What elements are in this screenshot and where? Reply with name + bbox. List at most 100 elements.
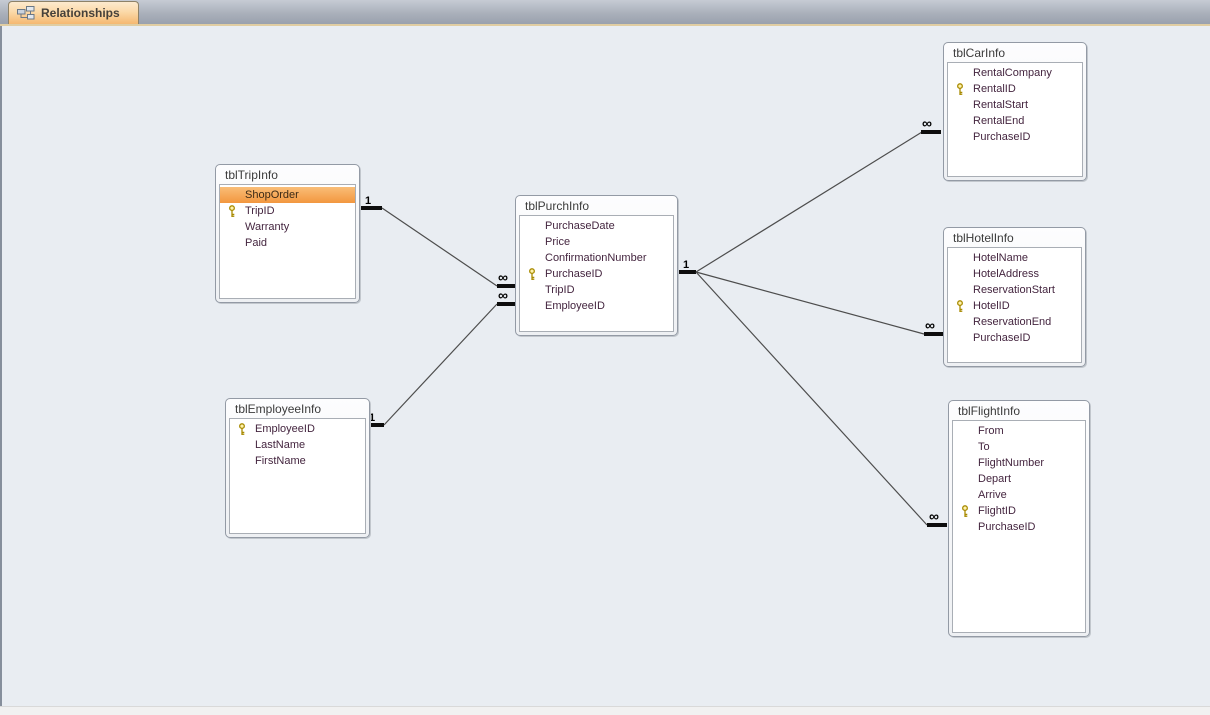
field-name: EmployeeID [545, 300, 605, 312]
field-row-HotelID[interactable]: HotelID [948, 298, 1081, 314]
field-name: PurchaseID [973, 131, 1031, 143]
relationships-icon [17, 6, 35, 20]
field-name: Depart [978, 473, 1012, 485]
field-name: PurchaseID [545, 268, 603, 280]
field-row-LastName[interactable]: LastName [230, 437, 365, 453]
primary-key-icon [227, 205, 237, 218]
cardinality-label-many: ∞ [925, 317, 935, 333]
primary-key-icon [960, 505, 970, 518]
field-row-RentalStart[interactable]: RentalStart [948, 97, 1082, 113]
field-name: Arrive [978, 489, 1007, 501]
field-row-PurchaseID[interactable]: PurchaseID [948, 330, 1081, 346]
field-row-RentalID[interactable]: RentalID [948, 81, 1082, 97]
field-row-TripID[interactable]: TripID [220, 203, 355, 219]
field-name: From [978, 425, 1004, 437]
field-name: ShopOrder [245, 189, 299, 201]
cardinality-label-one: 1 [365, 195, 371, 207]
document-tab-bar: Relationships [0, 0, 1210, 26]
relationship-line-tblTripInfo-tblPurchInfo[interactable] [381, 207, 498, 287]
field-row-HotelAddress[interactable]: HotelAddress [948, 266, 1081, 282]
relationship-line-tblPurchInfo-tblFlightInfo[interactable] [695, 271, 928, 526]
field-name: FlightID [978, 505, 1016, 517]
field-name: PurchaseID [978, 521, 1036, 533]
field-row-HotelName[interactable]: HotelName [948, 250, 1081, 266]
field-row-TripID[interactable]: TripID [520, 282, 673, 298]
field-name: ConfirmationNumber [545, 252, 647, 264]
field-row-PurchaseDate[interactable]: PurchaseDate [520, 218, 673, 234]
field-row-Depart[interactable]: Depart [953, 471, 1085, 487]
relationship-line-tblEmployeeInfo-tblPurchInfo[interactable] [383, 303, 498, 426]
tab-label: Relationships [41, 6, 120, 20]
table-title[interactable]: tblCarInfo [953, 46, 1006, 60]
table-title[interactable]: tblTripInfo [225, 168, 278, 182]
field-name: EmployeeID [255, 423, 315, 435]
field-row-ReservationStart[interactable]: ReservationStart [948, 282, 1081, 298]
field-name: ReservationEnd [973, 316, 1052, 328]
relationship-lines-layer: 1∞1∞1∞∞∞ [360, 115, 947, 527]
field-row-Warranty[interactable]: Warranty [220, 219, 355, 235]
field-name: FlightNumber [978, 457, 1045, 469]
tab-relationships[interactable]: Relationships [8, 1, 139, 24]
field-row-ConfirmationNumber[interactable]: ConfirmationNumber [520, 250, 673, 266]
primary-key-icon [527, 268, 537, 281]
field-name: LastName [255, 439, 306, 451]
field-row-ReservationEnd[interactable]: ReservationEnd [948, 314, 1081, 330]
field-name: PurchaseID [973, 332, 1031, 344]
horizontal-scroll-area[interactable] [0, 706, 1210, 715]
relationship-line-tblPurchInfo-tblHotelInfo[interactable] [695, 271, 925, 335]
primary-key-icon [955, 83, 965, 96]
field-row-To[interactable]: To [953, 439, 1085, 455]
table-title[interactable]: tblFlightInfo [958, 404, 1021, 418]
cardinality-label-many: ∞ [922, 115, 932, 131]
field-name: To [978, 441, 990, 453]
field-row-FirstName[interactable]: FirstName [230, 453, 365, 469]
field-name: RentalID [973, 83, 1016, 95]
field-name: Paid [245, 237, 268, 249]
field-row-PurchaseID[interactable]: PurchaseID [948, 129, 1082, 145]
table-title[interactable]: tblPurchInfo [525, 199, 590, 213]
field-name: TripID [245, 205, 275, 217]
field-row-ShopOrder[interactable]: ShopOrder [220, 187, 355, 203]
field-name: Price [545, 236, 571, 248]
field-row-FlightID[interactable]: FlightID [953, 503, 1085, 519]
table-title[interactable]: tblEmployeeInfo [235, 402, 322, 416]
field-name: RentalCompany [973, 67, 1052, 79]
field-row-PurchaseID[interactable]: PurchaseID [953, 519, 1085, 535]
relationship-line-tblPurchInfo-tblCarInfo[interactable] [695, 131, 923, 273]
field-row-FlightNumber[interactable]: FlightNumber [953, 455, 1085, 471]
field-row-Paid[interactable]: Paid [220, 235, 355, 251]
field-name: FirstName [255, 455, 306, 467]
field-row-EmployeeID[interactable]: EmployeeID [230, 421, 365, 437]
field-row-PurchaseID[interactable]: PurchaseID [520, 266, 673, 282]
field-row-Price[interactable]: Price [520, 234, 673, 250]
field-name: HotelName [973, 252, 1029, 264]
cardinality-label-one: 1 [369, 412, 375, 424]
field-name: ReservationStart [973, 284, 1055, 296]
window-left-edge [0, 26, 2, 706]
table-title[interactable]: tblHotelInfo [953, 231, 1014, 245]
field-row-From[interactable]: From [953, 423, 1085, 439]
field-name: HotelAddress [973, 268, 1040, 280]
field-name: RentalStart [973, 99, 1029, 111]
field-row-RentalCompany[interactable]: RentalCompany [948, 65, 1082, 81]
field-name: Warranty [245, 221, 290, 233]
field-name: PurchaseDate [545, 220, 615, 232]
field-row-Arrive[interactable]: Arrive [953, 487, 1085, 503]
field-row-EmployeeID[interactable]: EmployeeID [520, 298, 673, 314]
field-row-RentalEnd[interactable]: RentalEnd [948, 113, 1082, 129]
primary-key-icon [237, 423, 247, 436]
cardinality-label-many: ∞ [498, 287, 508, 303]
field-name: HotelID [973, 300, 1010, 312]
